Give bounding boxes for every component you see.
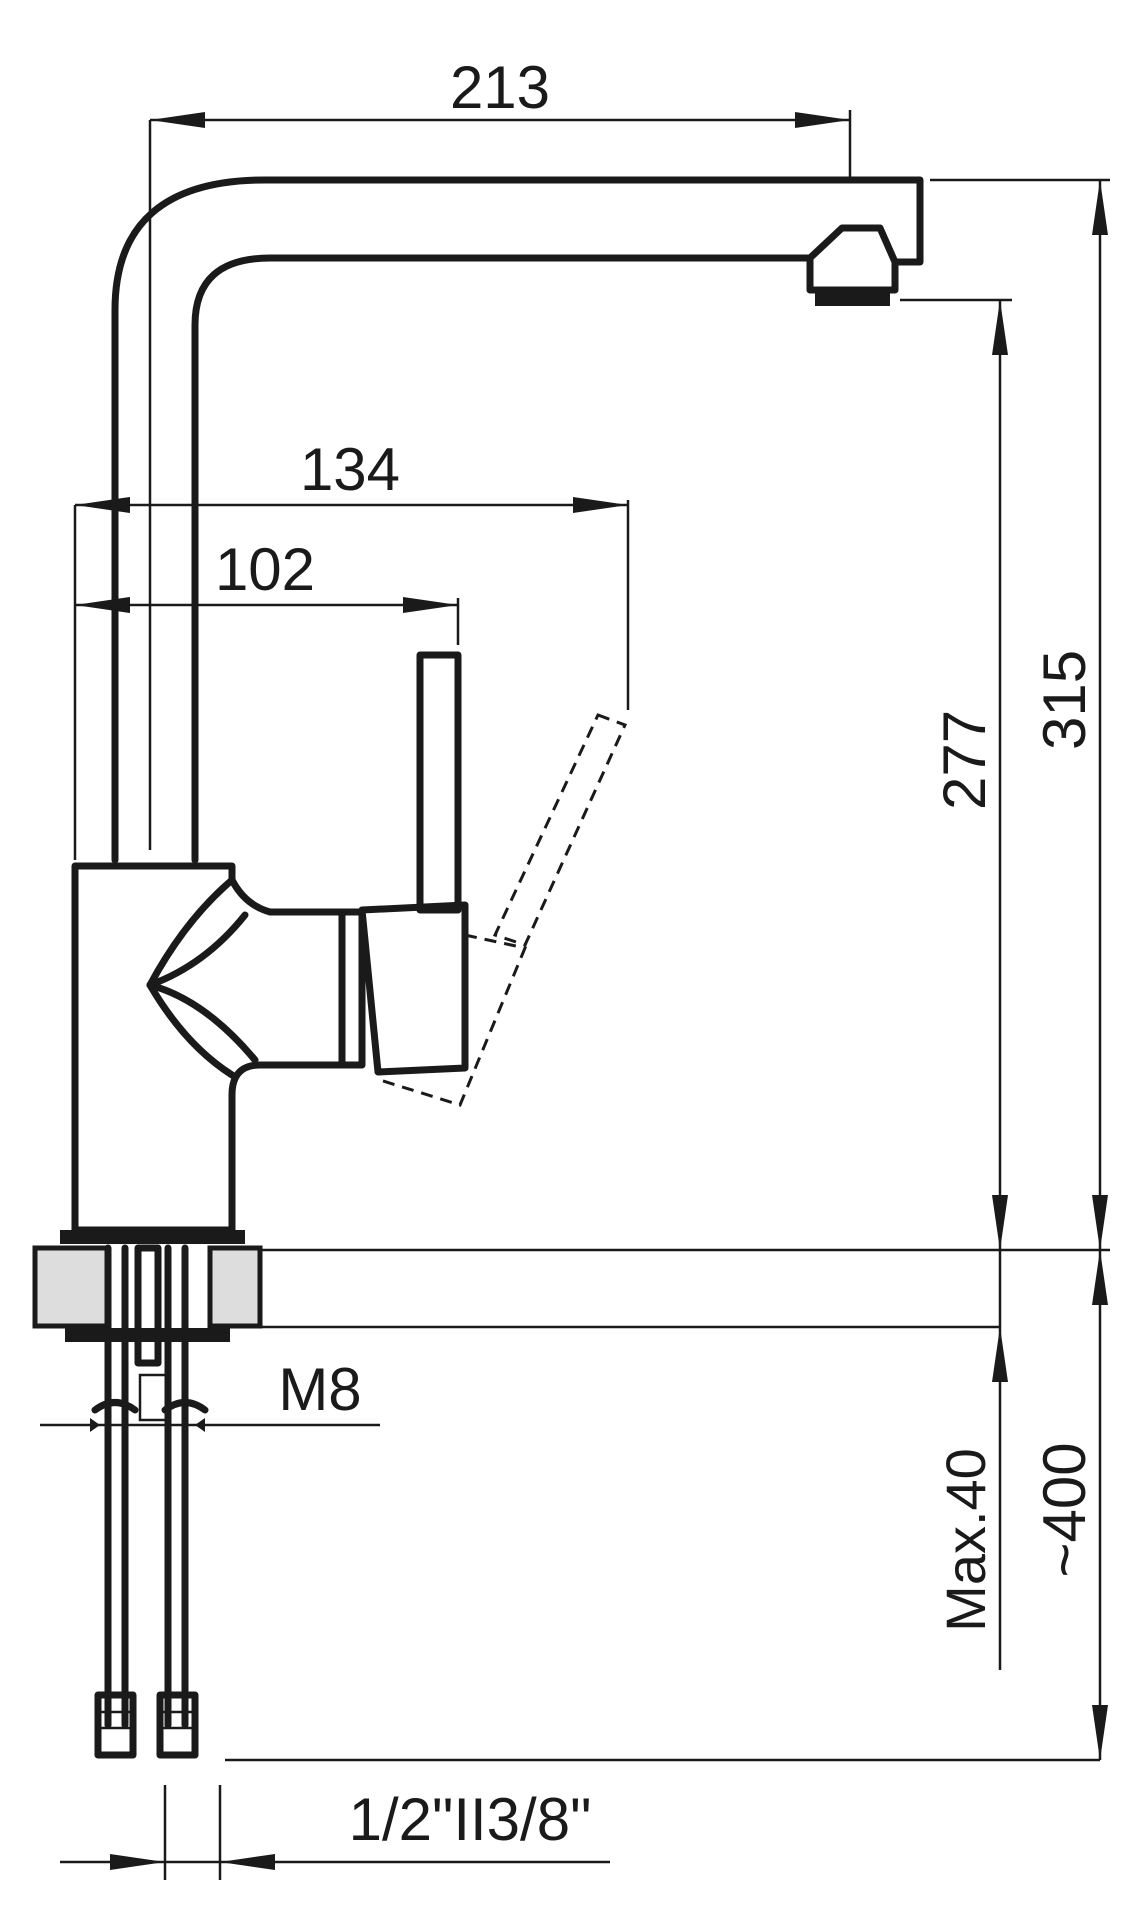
dimension-400: ~400 (1031, 1250, 1108, 1760)
dimension-max40: Max.40 (934, 1250, 1008, 1670)
dimension-315-label: 315 (1031, 650, 1098, 750)
dimension-102-label: 102 (215, 536, 315, 603)
dimension-connection: 1/2"II3/8" (60, 1758, 1100, 1880)
spout (111, 176, 924, 864)
dimension-m8: M8 (40, 1356, 380, 1432)
dimension-max40-label: Max.40 (934, 1448, 997, 1632)
dimension-400-label: ~400 (1031, 1442, 1098, 1577)
dimension-m8-label: M8 (278, 1356, 361, 1423)
dimension-connection-label: 1/2"II3/8" (349, 1786, 592, 1853)
faucet-body (71, 862, 469, 1234)
dimension-315: 315 (930, 178, 1110, 1250)
dimension-213: 213 (148, 54, 852, 850)
dimension-102: 102 (75, 536, 460, 645)
lever-handle (416, 651, 462, 914)
dimension-277-label: 277 (931, 710, 998, 810)
dimension-134-label: 134 (300, 436, 400, 503)
dimension-213-label: 213 (450, 54, 550, 121)
dimension-134: 134 (73, 436, 630, 860)
dimension-277: 277 (900, 298, 1012, 1250)
hoses-and-mounting-stud (91, 1244, 209, 1759)
lever-handle-open-position (379, 713, 628, 1107)
countertop (32, 1230, 1110, 1342)
